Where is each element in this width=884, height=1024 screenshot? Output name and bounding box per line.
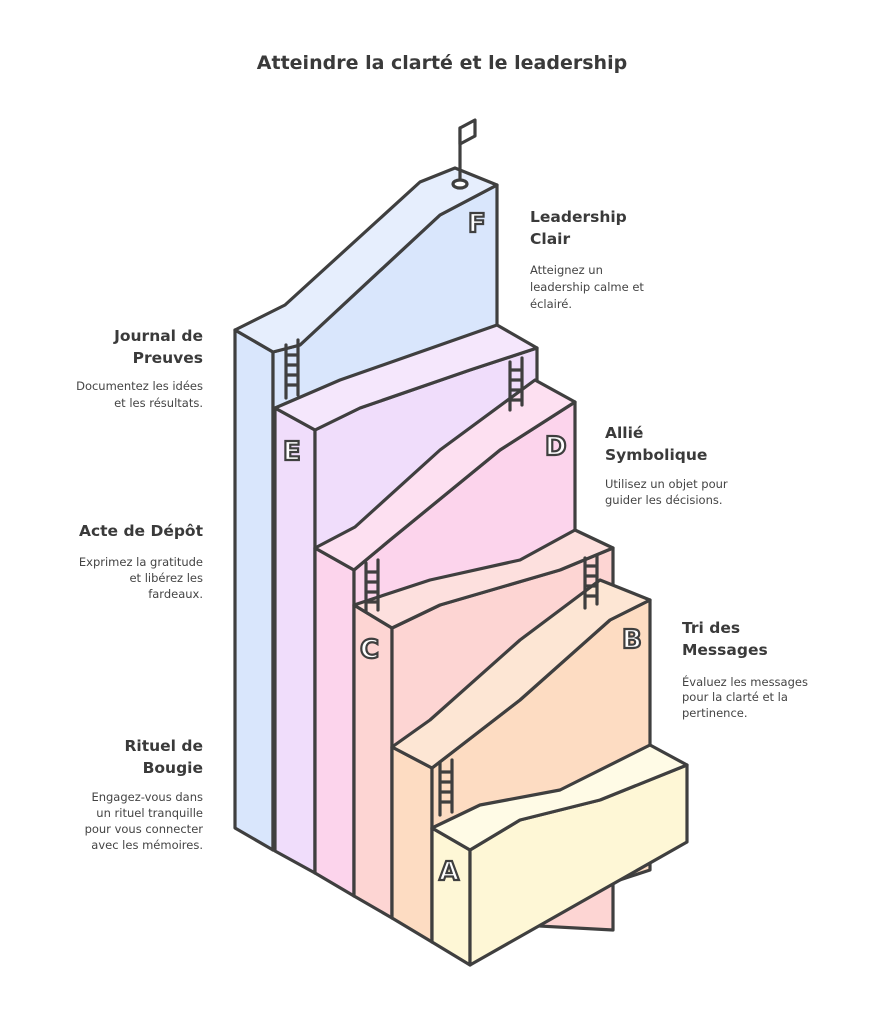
step-label-b: Tri des Messages Évaluez les messages po… <box>682 619 808 720</box>
svg-text:avec les mémoires.: avec les mémoires. <box>91 838 203 852</box>
svg-text:Atteignez un: Atteignez un <box>530 263 603 277</box>
ladder-icon <box>284 338 599 817</box>
svg-text:Rituel de: Rituel de <box>124 737 203 755</box>
svg-text:Clair: Clair <box>530 230 570 248</box>
svg-text:Symbolique: Symbolique <box>605 446 707 464</box>
step-label-a: Rituel de Bougie Engagez-vous dans un ri… <box>85 737 204 852</box>
svg-text:pour la clarté et la: pour la clarté et la <box>682 690 788 704</box>
svg-text:fardeaux.: fardeaux. <box>148 587 203 601</box>
step-letter-d: D <box>545 432 567 462</box>
svg-text:Engagez-vous dans: Engagez-vous dans <box>91 790 203 804</box>
svg-text:un rituel tranquille: un rituel tranquille <box>96 806 203 820</box>
step-letter-c: C <box>360 635 379 665</box>
svg-text:Messages: Messages <box>682 641 768 659</box>
svg-text:pour vous connecter: pour vous connecter <box>85 822 204 836</box>
svg-text:leadership calme et: leadership calme et <box>530 280 644 294</box>
svg-text:Bougie: Bougie <box>143 759 203 777</box>
svg-text:Acte de Dépôt: Acte de Dépôt <box>79 522 204 540</box>
step-label-c: Acte de Dépôt Exprimez la gratitude et l… <box>79 522 204 601</box>
svg-text:Évaluez les messages: Évaluez les messages <box>682 674 808 689</box>
svg-text:guider les décisions.: guider les décisions. <box>605 493 723 507</box>
step-letter-b: B <box>622 625 642 655</box>
step-block-a <box>430 743 689 967</box>
svg-text:Documentez les idées: Documentez les idées <box>76 379 203 393</box>
svg-text:et libérez les: et libérez les <box>129 571 203 585</box>
step-letter-a: A <box>439 857 459 887</box>
step-label-f: Leadership Clair Atteignez un leadership… <box>530 208 644 311</box>
svg-text:Tri des: Tri des <box>682 619 740 637</box>
svg-text:Allié: Allié <box>605 424 643 442</box>
svg-text:Utilisez un objet pour: Utilisez un objet pour <box>605 477 728 491</box>
step-letter-f: F <box>468 209 486 239</box>
diagram-title: Atteindre la clarté et le leadership <box>257 52 627 74</box>
svg-text:et les résultats.: et les résultats. <box>114 396 203 410</box>
svg-text:Preuves: Preuves <box>133 349 203 367</box>
svg-text:éclairé.: éclairé. <box>530 297 572 311</box>
svg-text:Leadership: Leadership <box>530 208 627 226</box>
step-letter-e: E <box>283 437 301 467</box>
step-label-d: Allié Symbolique Utilisez un objet pour … <box>605 424 728 507</box>
svg-text:pertinence.: pertinence. <box>682 706 748 720</box>
svg-text:Exprimez la gratitude: Exprimez la gratitude <box>79 555 203 569</box>
step-label-e: Journal de Preuves Documentez les idées … <box>76 327 203 410</box>
svg-text:Journal de: Journal de <box>113 327 203 345</box>
flag-icon <box>451 118 477 190</box>
